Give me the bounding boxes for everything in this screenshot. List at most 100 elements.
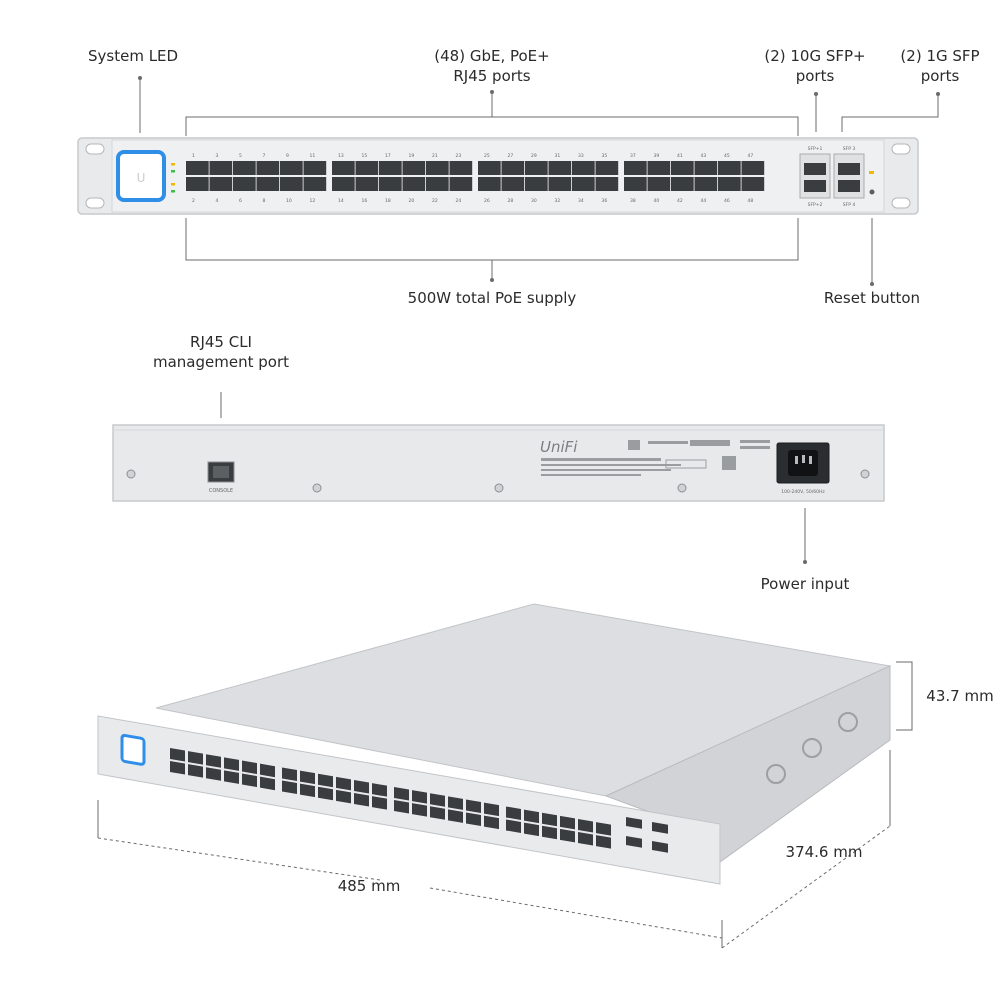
rj45-port	[548, 177, 572, 191]
system-led-logo: U	[137, 171, 146, 185]
status-led	[171, 170, 175, 173]
rj45-port	[595, 177, 619, 191]
rj45-port	[741, 161, 765, 175]
iso-rj45-port	[206, 754, 221, 768]
port-number-bottom: 14	[338, 198, 344, 204]
rj45-port	[379, 161, 402, 175]
rj45-port	[186, 177, 209, 191]
port-number-bottom: 34	[578, 198, 584, 204]
rear-screw-4	[677, 483, 687, 493]
rj45-port	[671, 177, 694, 191]
rj45-port	[647, 177, 671, 191]
rear-screw-3	[494, 483, 504, 493]
rj45-port	[256, 177, 280, 191]
port-number-bottom: 42	[677, 198, 683, 204]
port-number-top: 39	[654, 153, 660, 159]
iso-rj45-port	[542, 825, 557, 840]
port-number-bottom: 8	[263, 198, 266, 204]
rj45-port	[694, 177, 718, 191]
rj45-port	[303, 161, 327, 175]
iso-rj45-port	[596, 822, 611, 836]
port-number-top: 31	[555, 153, 561, 159]
iso-rj45-port	[524, 822, 539, 837]
iso-rj45-port	[282, 780, 297, 795]
rj45-port	[379, 177, 402, 191]
front-face	[111, 139, 885, 213]
callout-sfp-plus: (2) 10G SFP+ ports	[764, 47, 866, 85]
iso-rj45-port	[260, 776, 275, 791]
iso-rj45-port	[260, 763, 275, 778]
reset-button	[869, 189, 875, 195]
rack-ear-hole-bl	[85, 197, 105, 209]
callout-sfp: (2) 1G SFP ports	[900, 47, 980, 85]
rj45-port	[355, 177, 379, 191]
port-number-bottom: 6	[239, 198, 242, 204]
port-number-bottom: 12	[310, 198, 316, 204]
iso-rj45-port	[542, 812, 557, 827]
dimension-depth: 374.6 mm	[785, 843, 863, 861]
front-leader-lines	[139, 78, 939, 284]
sfp-plus-port-1	[804, 163, 826, 175]
iso-rj45-port	[170, 760, 185, 775]
regulatory-label	[541, 440, 770, 476]
port-number-top: 45	[724, 153, 730, 159]
rj45-port	[209, 161, 233, 175]
iso-rj45-port	[448, 796, 463, 810]
sfp-plus-port-2	[804, 180, 826, 192]
iso-rj45-port	[412, 803, 427, 817]
rj45-port	[426, 177, 449, 191]
iso-rj45-port	[412, 790, 427, 804]
iso-rj45-port	[524, 809, 539, 824]
rack-ear-hole-tl	[85, 143, 105, 155]
port-number-top: 15	[362, 153, 368, 159]
rj45-port	[671, 161, 694, 175]
iso-rj45-port	[578, 831, 593, 846]
port-number-top: 47	[748, 153, 754, 159]
iso-rj45-port	[170, 747, 185, 762]
port-number-bottom: 48	[748, 198, 754, 204]
port-number-top: 13	[338, 153, 344, 159]
rj45-port	[332, 177, 355, 191]
port-number-bottom: 16	[362, 198, 368, 204]
iso-rj45-port	[318, 786, 333, 801]
port-number-top: 21	[432, 153, 438, 159]
port-number-top: 29	[531, 153, 537, 159]
rj45-port	[280, 161, 303, 175]
iso-sfp	[626, 817, 668, 853]
dimension-width: 485 mm	[337, 877, 401, 895]
rj45-port	[209, 177, 233, 191]
sfp-status-led	[869, 171, 874, 174]
port-number-bottom: 30	[531, 198, 537, 204]
rj45-port	[303, 177, 327, 191]
iso-rj45-port	[430, 793, 445, 807]
sfp-top-label: SFP 3	[843, 146, 856, 152]
rj45-port	[572, 177, 595, 191]
dimension-height: 43.7 mm	[926, 687, 994, 705]
rj45-port	[741, 177, 765, 191]
rj45-port	[233, 161, 256, 175]
iso-rj45-port	[242, 773, 257, 788]
port-number-bottom: 46	[724, 198, 730, 204]
rj45-port	[624, 161, 647, 175]
rj45-port	[647, 161, 671, 175]
rj45-port	[478, 161, 501, 175]
port-number-top: 23	[456, 153, 462, 159]
iso-rj45-port	[578, 818, 593, 833]
port-number-bottom: 28	[508, 198, 514, 204]
port-number-top: 5	[239, 153, 242, 159]
rj45-port	[718, 177, 741, 191]
rj45-port	[718, 161, 741, 175]
port-number-bottom: 22	[432, 198, 438, 204]
port-number-bottom: 20	[409, 198, 415, 204]
iso-rj45-port	[336, 776, 351, 791]
port-number-top: 7	[263, 153, 266, 159]
port-number-bottom: 4	[216, 198, 219, 204]
rear-panel: CONSOLE UniFi 100-240V, 50/60Hz	[112, 392, 885, 564]
rj45-port	[501, 161, 525, 175]
iso-rj45-port	[466, 812, 481, 827]
port-number-top: 35	[602, 153, 608, 159]
status-led	[171, 190, 175, 193]
callout-power-input: Power input	[760, 575, 850, 593]
front-leader-dots	[138, 76, 940, 286]
isometric-view	[97, 603, 913, 949]
